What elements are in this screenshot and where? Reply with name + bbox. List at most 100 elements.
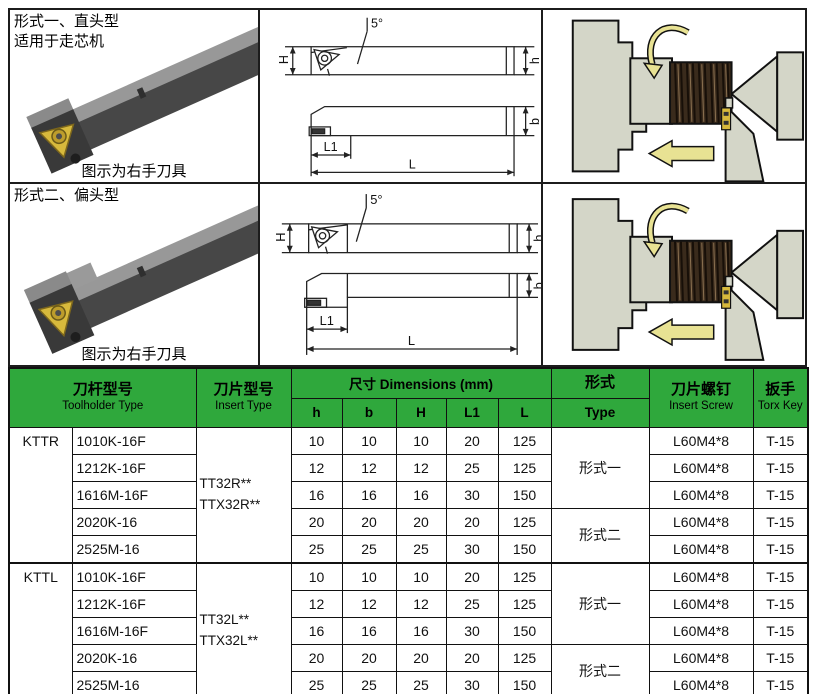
dim-b-cell: 25 [341,534,397,563]
straight-toolholder-photo [26,16,258,174]
form2-drawing-cell: 5° H h b L1 L [260,184,543,365]
dim-L-cell: 150 [497,616,552,645]
b-label: b [528,118,541,125]
offset-toolholder-photo [23,194,258,354]
form1-photo-cell: 形式一、直头型 适用于走芯机 图示为右手刀具 [10,10,260,184]
model-cell: 1010K-16F [71,561,197,591]
dim-b-cell: 10 [341,561,397,591]
dim-L-cell: 150 [497,534,552,563]
dim-b-cell: 10 [341,426,397,455]
dim-L-cell: 125 [497,507,552,536]
dim-L1-cell: 20 [445,426,499,455]
dim-L1-cell: 25 [445,453,499,482]
form2-photo-cell: 形式二、偏头型 图示为右手刀具 [10,184,260,365]
header-dimensions: 尺寸 Dimensions (mm) [290,367,552,399]
dim-L1-cell: 20 [445,561,499,591]
table-row: 2525M-16 25 25 25 30 150 L60M4*8 T-15 [9,670,809,694]
dim-L-cell: 150 [497,480,552,509]
model-cell: 1212K-16F [71,589,197,618]
model-cell: 1010K-16F [71,426,197,455]
dim-h-cell: 10 [290,561,343,591]
machining-illustration [571,19,805,182]
H-label: H [277,55,291,64]
L1-label: L1 [320,313,334,328]
insert-type-cell: TT32R** TTX32R** [195,426,292,563]
model-cell: 1616M-16F [71,480,197,509]
table-row: 2525M-16 25 25 25 30 150 L60M4*8 T-15 [9,534,809,563]
cutting-insert [721,285,732,309]
torx-cell: T-15 [752,426,809,455]
cutting-insert [721,107,732,131]
header-dim-L: L [497,397,552,428]
offset-tool-drawing: 5° H h b L1 L [273,192,541,355]
header-insert-type: 刀片型号 Insert Type [195,367,292,428]
screw-cell: L60M4*8 [648,534,754,563]
form1-drawing-cell: 5° H h b L1 L [260,10,543,184]
header-row-2: h b H L1 L Type [9,397,808,428]
header-dim-H: H [395,397,447,428]
type-cell: 形式一 [550,561,650,645]
form2-title-line1: 形式二、偏头型 [14,187,120,204]
dim-L-cell: 150 [497,670,552,694]
model-cell: 2525M-16 [71,534,197,563]
dim-H-cell: 12 [395,453,447,482]
dim-h-cell: 12 [290,589,343,618]
dim-b-cell: 25 [341,670,397,694]
screw-cell: L60M4*8 [648,453,754,482]
dim-b-cell: 20 [341,643,397,672]
feed-arrow [647,317,715,347]
group-name-kttl: KTTL [8,561,73,694]
torx-cell: T-15 [752,534,809,563]
screw-cell: L60M4*8 [648,561,754,591]
spec-table: 刀杆型号 Toolholder Type 刀片型号 Insert Type 尺寸… [8,367,810,694]
dim-H-cell: 16 [395,480,447,509]
header-type-en: Type [550,397,650,428]
dim-H-cell: 16 [395,616,447,645]
tool-in-cut [724,105,765,182]
dim-H-cell: 25 [395,534,447,563]
dim-b-cell: 20 [341,507,397,536]
type-cell: 形式二 [550,507,650,563]
dim-L1-cell: 30 [445,534,499,563]
form2-caption: 图示为右手刀具 [81,346,187,363]
dim-b-cell: 12 [341,453,397,482]
table-row: 1616M-16F 16 16 16 30 150 L60M4*8 T-15 [9,480,809,509]
dim-H-cell: 20 [395,643,447,672]
dim-h-cell: 16 [290,480,343,509]
dim-H-cell: 10 [395,561,447,591]
group-name-kttr: KTTR [8,426,73,563]
feed-arrow [647,139,715,168]
tool-in-cut [724,284,765,361]
table-row: 1616M-16F 16 16 16 30 150 L60M4*8 T-15 [9,616,809,645]
model-cell: 2525M-16 [71,670,197,694]
dim-L-cell: 125 [497,426,552,455]
L1-label: L1 [324,140,338,154]
header-dim-L1: L1 [445,397,499,428]
header-row-1: 刀杆型号 Toolholder Type 刀片型号 Insert Type 尺寸… [8,367,809,428]
h-label: h [528,57,541,64]
header-dim-b: b [341,397,397,428]
header-type-zh: 形式 [550,367,650,399]
chuck-shape [571,198,648,351]
torx-cell: T-15 [752,616,809,645]
dim-L1-cell: 30 [445,616,499,645]
H-label: H [273,232,288,241]
machining-illustration [571,198,805,361]
form2-machining-cell [543,184,805,365]
dim-L1-cell: 25 [445,589,499,618]
dim-L-cell: 125 [497,561,552,591]
form1-machining-cell [543,10,805,184]
screw-cell: L60M4*8 [648,616,754,645]
form2-title: 形式二、偏头型 [14,186,119,206]
dim-L-cell: 125 [497,643,552,672]
screw-cell: L60M4*8 [648,589,754,618]
header-dim-h: h [290,397,343,428]
insert-type-cell: TT32L** TTX32L** [195,561,292,694]
table-row: 2020K-16 20 20 20 20 125 形式二 L60M4*8 T-1… [9,507,809,563]
model-cell: 2020K-16 [71,507,197,536]
dim-h-cell: 20 [290,643,343,672]
dim-L1-cell: 30 [445,670,499,694]
dim-b-cell: 16 [341,616,397,645]
b-label: b [531,282,541,289]
